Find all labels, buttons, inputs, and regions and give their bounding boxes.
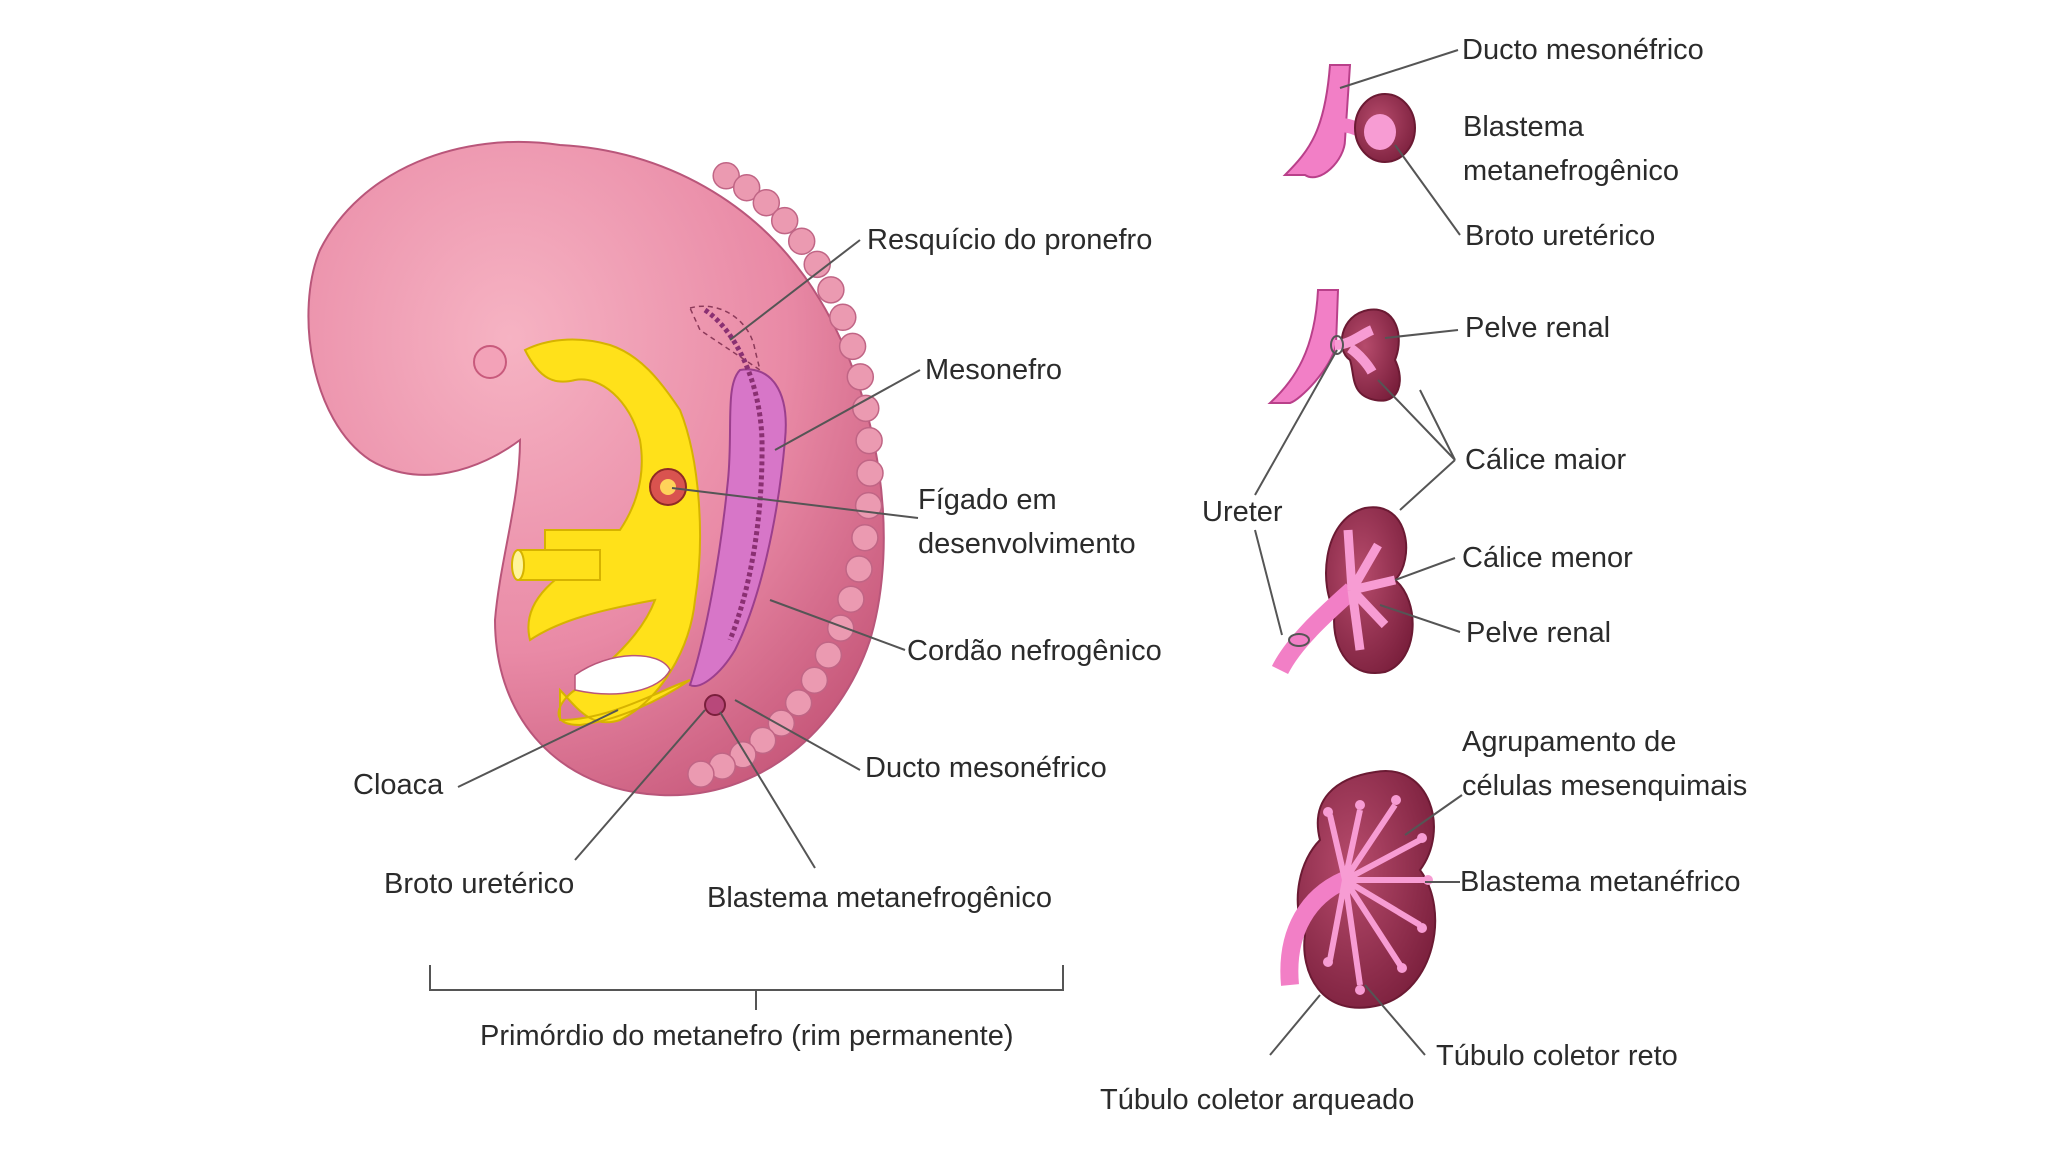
allantois-opening — [511, 549, 525, 581]
gut-yellow — [523, 338, 701, 727]
somite — [854, 491, 883, 520]
somite — [752, 188, 781, 217]
label-s1-blastema-line1: Blastema — [1463, 111, 1584, 143]
label-liver-line1: Fígado em — [918, 484, 1057, 516]
somite — [829, 303, 857, 332]
somite — [814, 641, 843, 669]
metanephros-bracket — [429, 965, 1064, 1010]
label-metanephric-blastema: Blastema metanéfrico — [1460, 866, 1741, 898]
label-s1-ureteric-bud: Broto uretérico — [1465, 220, 1656, 252]
label-cloaca: Cloaca — [353, 769, 444, 801]
embryo-body — [307, 141, 885, 797]
somite — [856, 459, 884, 487]
stage3-leader-lines — [1379, 557, 1461, 633]
label-mesonephros: Mesonefro — [925, 354, 1063, 386]
somite — [787, 227, 816, 255]
label-straight-collecting-tubule: Túbulo coletor reto — [1436, 1040, 1678, 1072]
stage4-diagram — [1280, 770, 1437, 1009]
label-s1-blastema-line2: metanefrogênico — [1463, 155, 1680, 187]
stage4-collecting-tubules — [1327, 803, 1425, 986]
allantois — [517, 549, 601, 581]
somite — [826, 614, 855, 642]
somite — [851, 523, 879, 552]
somite — [817, 276, 845, 304]
somite — [855, 426, 883, 455]
label-arched-collecting-tubule: Túbulo coletor arqueado — [1100, 1084, 1415, 1116]
somite — [800, 666, 829, 694]
somite — [687, 760, 715, 788]
somite — [846, 363, 875, 391]
somite — [712, 162, 740, 190]
stage2-leader-lines — [1254, 329, 1459, 636]
somite — [803, 250, 831, 279]
somite — [837, 585, 865, 613]
stage2-kidney — [1340, 308, 1401, 402]
stage3-diagram — [1271, 506, 1414, 675]
somite — [838, 332, 867, 361]
somite — [784, 689, 813, 717]
label-major-calyx: Cálice maior — [1465, 444, 1627, 476]
label-nephrogenic-cord: Cordão nefrogênico — [907, 635, 1162, 667]
stage4-ureter — [1280, 871, 1349, 986]
stage1-diagram — [1282, 64, 1416, 179]
somite — [770, 206, 799, 235]
label-mesonephric-duct: Ducto mesonéfrico — [865, 752, 1107, 784]
somite — [845, 555, 873, 583]
label-s3-renal-pelvis: Pelve renal — [1466, 617, 1612, 649]
label-pronephros-remnant: Resquício do pronefro — [867, 224, 1153, 256]
label-s1-mesonephric-duct: Ducto mesonéfrico — [1462, 34, 1704, 66]
stage1-leader-lines — [1339, 49, 1461, 236]
somite — [852, 394, 880, 423]
label-liver-line2: desenvolvimento — [918, 528, 1136, 560]
label-metanephros-primordium: Primórdio do metanefro (rim permanente) — [480, 1020, 1014, 1052]
label-cluster-line1: Agrupamento de — [1462, 726, 1677, 758]
label-metanephrogenic-blastema: Blastema metanefrogênico — [707, 882, 1052, 914]
stage2-ureter — [1267, 289, 1340, 404]
stage1-duct — [1282, 64, 1352, 179]
label-cluster-line2: células mesenquimais — [1462, 770, 1747, 802]
somite — [732, 173, 761, 202]
cloaca-lumen — [574, 654, 671, 695]
eye-bud — [473, 345, 507, 379]
label-minor-calyx: Cálice menor — [1462, 542, 1633, 574]
somites — [687, 162, 884, 788]
label-ureter: Ureter — [1202, 496, 1283, 528]
metanephrogenic-blastema-embryo — [704, 694, 726, 716]
label-ureteric-bud: Broto uretérico — [384, 868, 575, 900]
stage3-ureter — [1271, 583, 1359, 675]
somite — [748, 726, 777, 755]
embryo-leader-lines — [457, 239, 921, 869]
stage2-diagram — [1267, 289, 1401, 404]
pronephros-remnant-region — [688, 305, 762, 372]
stage4-leader-lines — [1269, 794, 1463, 1056]
label-s2-renal-pelvis: Pelve renal — [1465, 312, 1611, 344]
